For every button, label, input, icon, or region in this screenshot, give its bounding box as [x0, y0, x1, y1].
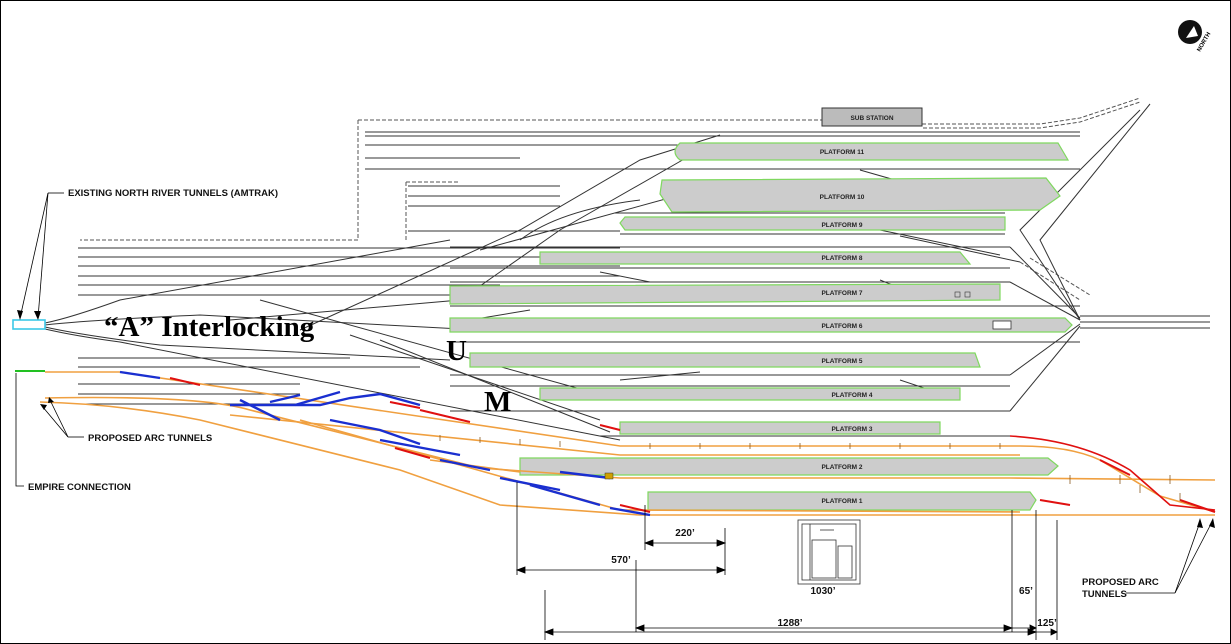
platform-2-label: PLATFORM 2 — [821, 464, 862, 471]
platform-8-label: PLATFORM 8 — [821, 255, 862, 262]
platform-5 — [469, 352, 981, 368]
proposed-arc-tunnels-right-label-1: PROPOSED ARC — [1082, 577, 1159, 588]
interlocking-label: “A” Interlocking — [104, 311, 315, 343]
platform-9 — [619, 216, 1006, 231]
platform-4-label: PLATFORM 4 — [831, 392, 872, 399]
dim-125: 125’ — [1037, 618, 1057, 629]
dim-65: 65’ — [1019, 586, 1033, 597]
dimension-lines — [515, 482, 1058, 640]
platform-11-label: PLATFORM 11 — [820, 149, 865, 156]
platform-10 — [659, 177, 1061, 213]
platform-1 — [647, 491, 1037, 511]
north-river-tunnels-label: EXISTING NORTH RIVER TUNNELS (AMTRAK) — [68, 188, 278, 199]
station-outline — [80, 97, 1141, 301]
platform-7-label: PLATFORM 7 — [821, 290, 862, 297]
substation-label: SUB STATION — [850, 115, 893, 122]
platform-3-label: PLATFORM 3 — [831, 426, 872, 433]
platform-8 — [539, 251, 972, 265]
dim-1030: 1030’ — [810, 586, 835, 597]
platform-4 — [539, 387, 961, 401]
dim-220: 220’ — [675, 528, 695, 539]
platform-1-label: PLATFORM 1 — [821, 498, 862, 505]
track-ties — [439, 435, 1181, 501]
arc-tracks — [39, 370, 1216, 517]
platform-9-label: PLATFORM 9 — [821, 222, 862, 229]
platform-2 — [519, 457, 1059, 476]
north-arrow-icon: NORTH — [1178, 20, 1212, 53]
callout-arc-right: PROPOSED ARC TUNNELS — [1082, 518, 1215, 600]
callout-north-river: EXISTING NORTH RIVER TUNNELS (AMTRAK) — [17, 188, 278, 320]
platform-7 — [449, 283, 1001, 305]
platform-10-label: PLATFORM 10 — [820, 194, 865, 201]
north-river-tunnels-track — [12, 319, 46, 330]
platform-5-label: PLATFORM 5 — [821, 358, 862, 365]
proposed-arc-tunnels-left-label: PROPOSED ARC TUNNELS — [88, 433, 212, 444]
platform-3 — [619, 421, 941, 435]
tracks — [44, 103, 1210, 441]
equipment-marker — [604, 472, 614, 480]
overlay-letter-m: M — [484, 386, 511, 418]
building-footprint — [797, 519, 861, 585]
callout-arc-left: PROPOSED ARC TUNNELS — [40, 397, 212, 444]
dim-570: 570’ — [611, 555, 631, 566]
empire-connection-label: EMPIRE CONNECTION — [28, 482, 131, 493]
platform-11 — [674, 142, 1070, 161]
overlay-letter-u: U — [446, 335, 467, 367]
platforms — [449, 142, 1073, 511]
proposed-arc-tunnels-right-label-2: TUNNELS — [1082, 589, 1127, 600]
substation: SUB STATION — [821, 107, 923, 127]
dim-1288: 1288’ — [777, 618, 802, 629]
platform-6 — [449, 317, 1073, 333]
platform-6-label: PLATFORM 6 — [821, 323, 862, 330]
dimension-labels: 220’ 570’ 1030’ 65’ 1288’ 125’ — [611, 528, 1057, 629]
platform-labels: PLATFORM 11 PLATFORM 10 PLATFORM 9 PLATF… — [820, 149, 873, 505]
callout-empire: EMPIRE CONNECTION — [15, 373, 131, 493]
